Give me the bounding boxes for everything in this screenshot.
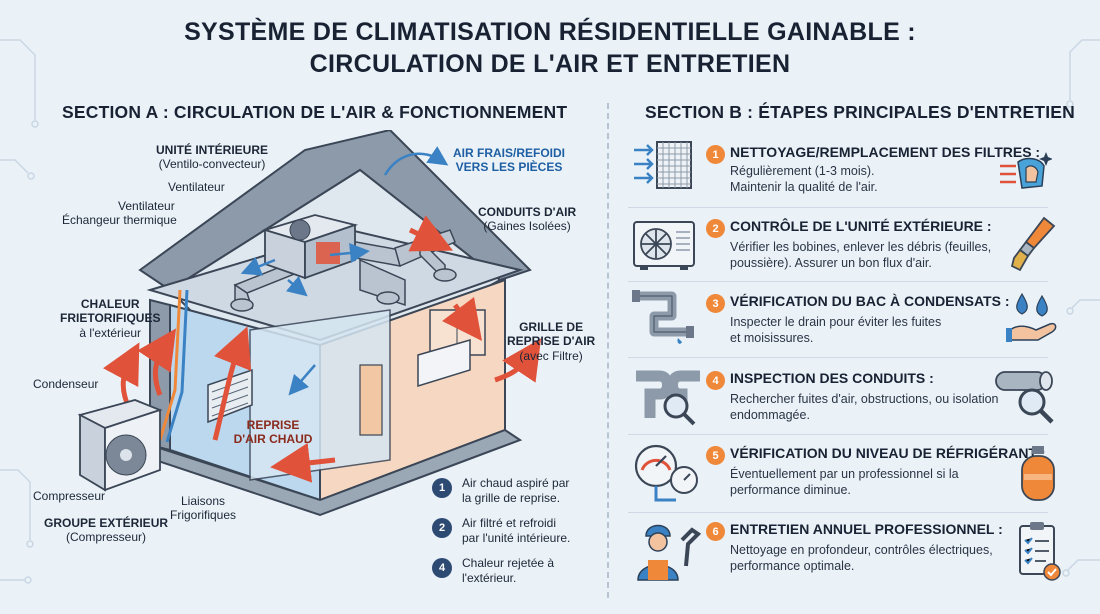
house-airflow-illustration <box>77 130 542 517</box>
row-separator <box>628 357 1048 358</box>
checklist-icon <box>1019 522 1061 581</box>
cleaning-cloth-icon <box>1000 152 1052 189</box>
drain-pipe-icon <box>632 290 694 344</box>
fan-label-2: Ventilateur <box>118 199 175 213</box>
fan-label-1: Ventilateur <box>168 180 225 194</box>
indoor-unit-subtitle: (Ventilo-convecteur) <box>158 157 266 172</box>
item-number: 1 <box>706 145 725 164</box>
item-number: 5 <box>706 446 725 465</box>
item-title: INSPECTION DES CONDUITS : <box>730 370 934 386</box>
step-number: 4 <box>432 558 452 578</box>
section-a-heading: SECTION A : CIRCULATION DE L'AIR & FONCT… <box>62 102 568 122</box>
row-separator <box>628 512 1048 513</box>
indoor-unit-label: UNITÉ INTÉRIEURE (Ventilo-convecteur) <box>142 143 282 172</box>
step-number: 2 <box>432 518 452 538</box>
duct-inspection-icon <box>636 370 700 426</box>
circuit-decoration-right <box>1062 39 1100 577</box>
magnifier-pipe-icon <box>995 371 1054 424</box>
compressor-label: Compresseur <box>33 489 106 503</box>
row-separator <box>628 207 1048 208</box>
item-desc: Nettoyage en profondeur, contrôles élect… <box>730 543 993 574</box>
item-title: ENTRETIEN ANNUEL PROFESSIONNEL : <box>730 521 1003 537</box>
outdoor-unit-drawing <box>77 399 163 492</box>
item-desc: Inspecter le drain pour éviter les fuite… <box>730 315 942 346</box>
heat-exchanger-label: Échangeur thermique <box>62 213 177 227</box>
item-title: NETTOYAGE/REMPLACEMENT DES FILTRES : <box>730 144 1041 160</box>
page-title-line2: CIRCULATION DE L'AIR ET ENTRETIEN <box>309 50 791 78</box>
circuit-decoration-left <box>0 39 39 584</box>
section-divider <box>607 103 609 598</box>
outdoor-unit-icon <box>633 221 695 270</box>
brush-icon <box>1010 216 1056 272</box>
item-title: CONTRÔLE DE L'UNITÉ EXTÉRIEURE : <box>730 218 992 234</box>
page-title-line1: SYSTÈME DE CLIMATISATION RÉSIDENTIELLE G… <box>184 18 916 46</box>
filter-icon <box>634 141 692 189</box>
item-title: VÉRIFICATION DU NIVEAU DE RÉFRIGÉRANT : <box>730 445 1046 461</box>
return-air-grille <box>207 368 253 424</box>
section-b-heading: SECTION B : ÉTAPES PRINCIPALES D'ENTRETI… <box>645 102 1076 122</box>
item-number: 4 <box>706 371 725 390</box>
indoor-unit-box <box>261 214 359 280</box>
item-title: VÉRIFICATION DU BAC À CONDENSATS : <box>730 293 1010 309</box>
item-desc: Régulièrement (1-3 mois).Maintenir la qu… <box>730 164 878 195</box>
refrigerant-tank-icon <box>1021 446 1055 501</box>
item-desc: Éventuellement par un professionnel si l… <box>730 467 959 498</box>
item-number: 6 <box>706 522 725 541</box>
indoor-unit-title: UNITÉ INTÉRIEURE <box>155 143 268 157</box>
pressure-gauge-icon <box>634 444 698 502</box>
item-number: 2 <box>706 219 725 238</box>
outdoor-unit-label: GROUPE EXTÉRIEUR(Compresseur) <box>44 516 169 545</box>
technician-icon <box>637 524 702 581</box>
condenser-label: Condenseur <box>33 377 99 391</box>
item-desc: Rechercher fuites d'air, obstructions, o… <box>730 392 999 423</box>
row-separator <box>628 434 1048 435</box>
item-desc: Vérifier les bobines, enlever les débris… <box>730 240 992 271</box>
step-number: 1 <box>432 478 452 498</box>
row-separator <box>628 281 1048 282</box>
item-number: 3 <box>706 294 725 313</box>
water-drops-icon <box>1006 292 1057 342</box>
ducts-label: CONDUITS D'AIR(Gaines Isolées) <box>478 205 577 234</box>
